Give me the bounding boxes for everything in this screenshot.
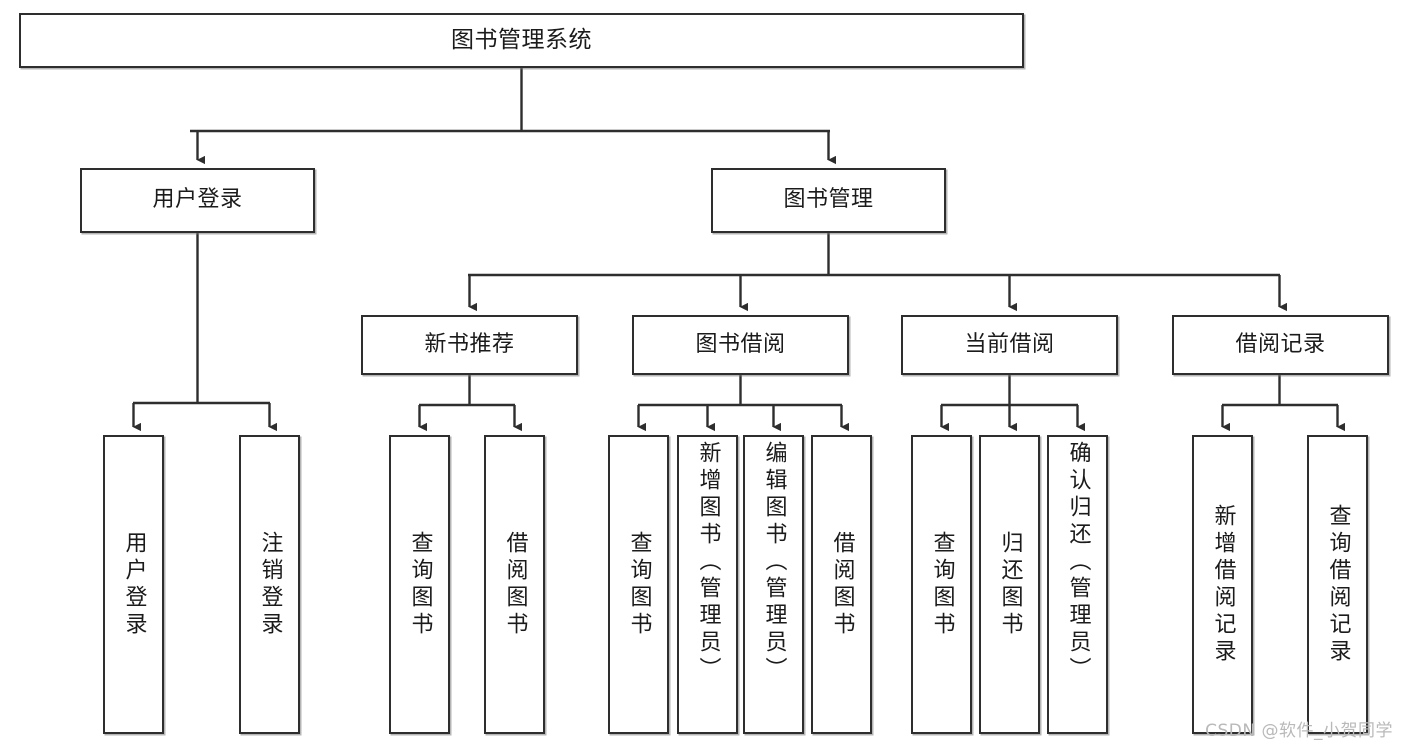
leaf-current-borrow-return-book[interactable]: 归还图书 [979, 435, 1040, 734]
leaf-new-book-borrow-book[interactable]: 借阅图书 [484, 435, 545, 734]
node-current-borrowing[interactable]: 当前借阅 [901, 315, 1118, 375]
node-borrowing-record[interactable]: 借阅记录 [1172, 315, 1389, 375]
node-label: 编辑图书（管理员） [761, 441, 787, 684]
leaf-current-borrow-query-book[interactable]: 查询图书 [911, 435, 972, 734]
node-label: 查询借阅记录 [1325, 503, 1351, 666]
node-label: 新增借阅记录 [1210, 503, 1236, 666]
leaf-current-borrow-confirm-return-admin[interactable]: 确认归还（管理员） [1047, 435, 1108, 734]
node-label: 当前借阅 [964, 331, 1055, 357]
node-user-login[interactable]: 用户登录 [80, 168, 315, 233]
leaf-user-login-logout[interactable]: 注销登录 [239, 435, 300, 734]
leaf-borrow-record-query-record[interactable]: 查询借阅记录 [1307, 435, 1368, 734]
node-label: 查询图书 [407, 530, 433, 639]
node-label: 图书借阅 [695, 331, 786, 357]
node-label: 新增图书（管理员） [695, 441, 721, 684]
node-label: 新书推荐 [424, 331, 515, 357]
node-label: 用户登录 [152, 187, 243, 213]
leaf-borrow-record-add-record[interactable]: 新增借阅记录 [1192, 435, 1253, 734]
node-label: 借阅图书 [829, 530, 855, 639]
node-label: 图书管理 [783, 187, 874, 213]
node-label: 归还图书 [997, 530, 1023, 639]
node-label: 用户登录 [121, 530, 147, 639]
leaf-book-borrow-query-book[interactable]: 查询图书 [608, 435, 669, 734]
node-new-book-recommendation[interactable]: 新书推荐 [361, 315, 578, 375]
node-book-management[interactable]: 图书管理 [711, 168, 946, 233]
leaf-new-book-query-book[interactable]: 查询图书 [389, 435, 450, 734]
leaf-book-borrow-add-book-admin[interactable]: 新增图书（管理员） [677, 435, 738, 734]
node-label: 借阅图书 [502, 530, 528, 639]
leaf-book-borrow-edit-book-admin[interactable]: 编辑图书（管理员） [743, 435, 804, 734]
node-root-system[interactable]: 图书管理系统 [19, 13, 1024, 68]
node-label: 确认归还（管理员） [1065, 441, 1091, 684]
csdn-watermark: CSDN @软件_小贺同学 [1205, 721, 1393, 741]
leaf-book-borrow-borrow-book[interactable]: 借阅图书 [811, 435, 872, 734]
node-label: 查询图书 [626, 530, 652, 639]
node-label: 查询图书 [929, 530, 955, 639]
node-book-borrowing[interactable]: 图书借阅 [632, 315, 849, 375]
node-label: 借阅记录 [1235, 331, 1326, 357]
node-label: 注销登录 [257, 530, 283, 639]
node-label: 图书管理系统 [451, 26, 592, 53]
leaf-user-login-login[interactable]: 用户登录 [103, 435, 164, 734]
